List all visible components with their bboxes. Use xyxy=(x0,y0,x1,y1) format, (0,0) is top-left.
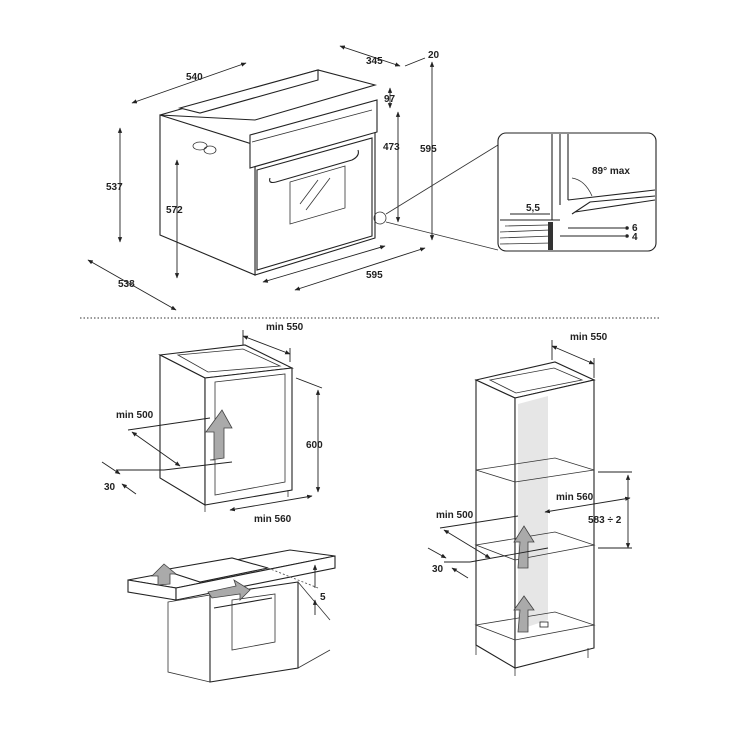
dim-538: 538 xyxy=(118,279,135,290)
dim-345: 345 xyxy=(366,56,383,67)
dim-595-width: 595 xyxy=(366,270,383,281)
angle-label: 89° max xyxy=(592,166,630,177)
col-min560: min 560 xyxy=(556,492,594,503)
dim-595-height: 595 xyxy=(420,144,437,155)
hob-install: 5 xyxy=(127,549,336,683)
column-cabinet: min 550 min 560 583 ÷ 2 min 500 30 xyxy=(427,332,632,676)
col-30: 30 xyxy=(432,564,444,575)
under-counter-cabinet: min 550 min 500 600 30 min 560 xyxy=(101,322,323,525)
hinge-detail: 89° max 5,5 6 4 xyxy=(497,132,657,252)
cab1-600: 600 xyxy=(306,440,323,451)
cab1-min550: min 550 xyxy=(266,322,304,333)
dim-473: 473 xyxy=(383,142,400,153)
col-min500: min 500 xyxy=(436,510,474,521)
dim-572: 572 xyxy=(166,205,183,216)
oven-drawing: 540 345 20 97 473 595 537 572 538 595 xyxy=(87,45,499,311)
gap-4: 4 xyxy=(632,232,638,243)
cab1-min560: min 560 xyxy=(254,514,292,525)
col-583: 583 ÷ 2 xyxy=(588,515,622,526)
gap-5-5: 5,5 xyxy=(526,203,540,214)
cab1-30: 30 xyxy=(104,482,116,493)
dim-540: 540 xyxy=(186,72,203,83)
hob-gap-5: 5 xyxy=(320,592,326,603)
dim-537: 537 xyxy=(106,182,123,193)
cab1-min500: min 500 xyxy=(116,410,154,421)
dim-97: 97 xyxy=(384,94,396,105)
col-min550: min 550 xyxy=(570,332,608,343)
gap-6: 6 xyxy=(632,223,638,234)
dim-20: 20 xyxy=(428,50,440,61)
